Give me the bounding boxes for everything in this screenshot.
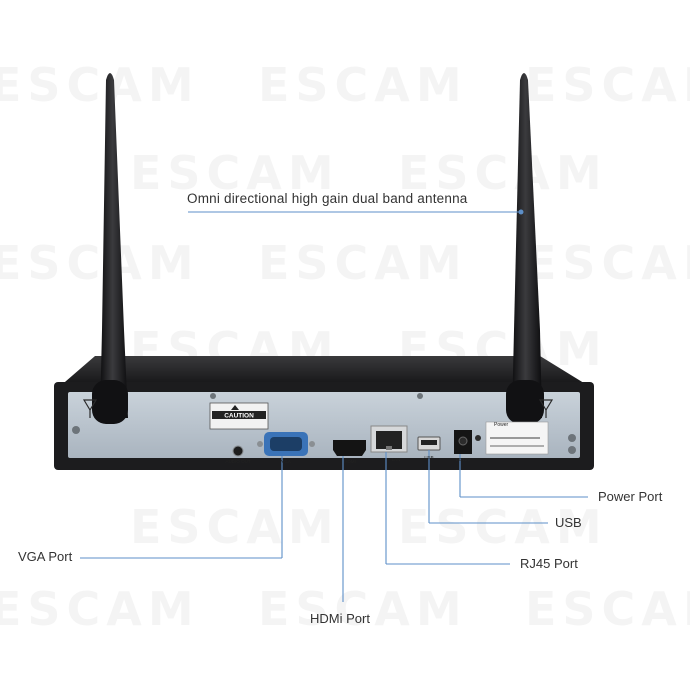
watermark-text: ESCAM: [0, 58, 200, 112]
rj45-callout-label: RJ45 Port: [520, 556, 578, 571]
watermark-text: ESCAM: [258, 582, 468, 636]
chassis-top: [58, 356, 592, 388]
watermark-text: ESCAM: [130, 500, 340, 554]
antenna-right-base: [506, 380, 544, 424]
usb-port-label: USB: [424, 455, 433, 460]
callout-dot: [518, 209, 524, 215]
hdmi-port-label: HDMI: [344, 459, 356, 464]
usb-callout-label: USB: [555, 515, 582, 530]
caution-label: CAUTION: [224, 413, 254, 420]
lan-port-label: LAN: [392, 457, 401, 462]
watermark-text: ESCAM: [258, 236, 468, 290]
power-callout-label: Power Port: [598, 489, 663, 504]
callout-lines: [80, 211, 588, 602]
vga-callout-label: VGA Port: [18, 549, 73, 564]
screw-icon: [568, 446, 576, 454]
antenna-callout-label: Omni directional high gain dual band ant…: [187, 191, 468, 206]
antenna-left: [100, 73, 128, 418]
screw-icon: [568, 434, 576, 442]
screw-icon: [417, 393, 423, 399]
watermark-text: ESCAM: [398, 500, 608, 554]
watermark-text: ESCAM: [398, 146, 608, 200]
antenna-right: [512, 73, 542, 418]
dc-port-label: DC12V: [456, 457, 471, 462]
antenna-symbol-icon: [82, 399, 554, 418]
watermark-text: ESCAM: [0, 236, 200, 290]
audio-out-label: AUDIO OUT: [225, 459, 250, 464]
watermark-text: ESCAM: [525, 582, 690, 636]
audio-out-jack: [232, 445, 244, 457]
hdmi-callout-label: HDMi Port: [310, 611, 370, 626]
rear-panel: [68, 392, 580, 458]
power-switch-icon: [475, 435, 481, 441]
watermark-text: ESCAM: [258, 58, 468, 112]
screw-icon: [72, 426, 80, 434]
hdmi-port: [333, 440, 366, 456]
vga-port-label: VGA: [281, 459, 291, 464]
power-panel-label: Power: [494, 422, 509, 428]
antenna-left-base: [92, 380, 128, 424]
watermark-text: ESCAM: [525, 236, 690, 290]
screw-icon: [210, 393, 216, 399]
watermark-text: ESCAM: [525, 58, 690, 112]
watermark-text: ESCAM: [0, 582, 200, 636]
watermark-text: ESCAM: [130, 146, 340, 200]
